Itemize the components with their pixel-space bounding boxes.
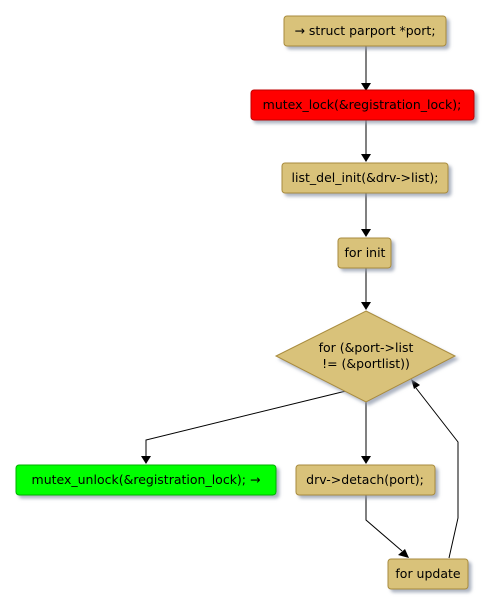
node-detach: drv->detach(port); <box>295 464 436 496</box>
edges <box>141 46 459 559</box>
arrowhead-condition <box>361 302 371 310</box>
node-list-del-label: list_del_init(&drv->list); <box>292 170 439 185</box>
node-lock-box <box>250 89 475 121</box>
node-unlock-box <box>15 464 277 496</box>
node-lock: mutex_lock(&registration_lock); <box>250 89 475 121</box>
node-lock-label: mutex_lock(&registration_lock); <box>263 97 462 112</box>
node-for-update-label: for update <box>395 566 461 581</box>
edge-update-to-condition <box>415 387 459 559</box>
edge-condition-to-unlock <box>145 390 347 456</box>
node-detach-label: drv->detach(port); <box>306 472 424 487</box>
arrowhead-update <box>398 549 409 558</box>
node-start: → struct parport *port; <box>283 15 447 47</box>
node-list-del-box <box>281 162 449 194</box>
arrowhead-detach <box>361 456 371 464</box>
node-for-init-label: for init <box>345 245 386 260</box>
node-start-box <box>283 15 447 47</box>
arrowhead-unlock <box>141 456 151 464</box>
arrowhead-forinit <box>361 229 371 237</box>
node-unlock: mutex_unlock(&registration_lock); → <box>15 464 277 496</box>
node-condition-diamond <box>274 310 457 403</box>
arrowhead-listdel <box>361 154 371 162</box>
node-condition: for (&port->list != (&portlist)) <box>274 310 457 403</box>
node-condition-line2: != (&portlist)) <box>322 356 410 371</box>
node-list-del: list_del_init(&drv->list); <box>281 162 449 194</box>
node-start-label: → struct parport *port; <box>294 23 435 38</box>
node-for-update: for update <box>387 558 469 590</box>
arrowhead-loop <box>411 379 420 389</box>
arrowhead-lock <box>361 83 371 91</box>
node-unlock-label: mutex_unlock(&registration_lock); → <box>32 472 261 487</box>
edge-detach-to-update <box>365 495 403 552</box>
node-for-init-box <box>337 237 392 269</box>
node-for-init: for init <box>337 237 392 269</box>
node-condition-line1: for (&port->list <box>319 340 414 355</box>
node-for-update-box <box>387 558 469 590</box>
node-detach-box <box>295 464 436 496</box>
